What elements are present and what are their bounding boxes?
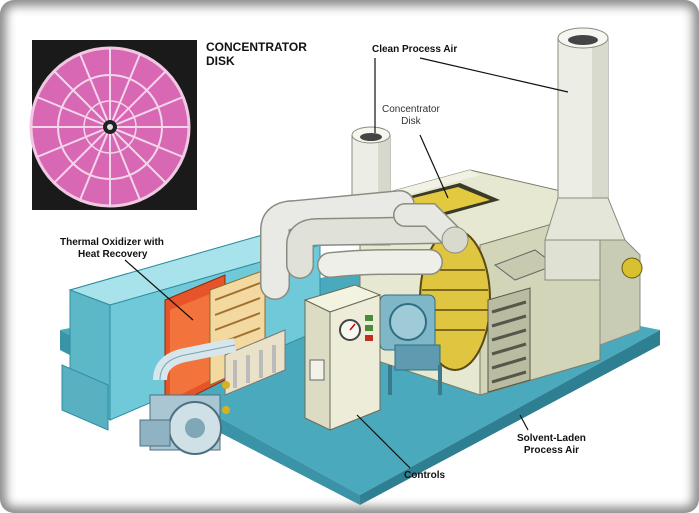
solvent-laden-label: Solvent-Laden Process Air: [517, 433, 586, 457]
oxidizer-label-line-1: Thermal Oxidizer with: [60, 237, 164, 248]
process-blower: [379, 294, 442, 395]
solvent-label-line-1: Solvent-Laden: [517, 433, 586, 444]
concentrator-label-line-1: Concentrator: [382, 104, 440, 115]
control-panel: [303, 284, 382, 431]
leader-lines: [124, 57, 569, 469]
concentrator-disk-label: Concentrator Disk: [382, 104, 440, 128]
concentrator-label-line-2: Disk: [401, 116, 421, 127]
controls-label: Controls: [404, 470, 446, 481]
solvent-label-line-2: Process Air: [523, 445, 580, 456]
exhaust-stack-tall: [544, 27, 643, 346]
combustion-blower: [139, 338, 237, 455]
inset-label-line-1: CONCENTRATOR: [206, 40, 307, 54]
concentrator-disk-inset: [29, 40, 197, 210]
concentrator-disk-inset-label: CONCENTRATOR DISK: [206, 40, 307, 68]
inset-label-line-2: DISK: [206, 54, 235, 68]
clean-process-air-label: Clean Process Air: [372, 44, 458, 55]
oxidizer-label-line-2: Heat Recovery: [78, 249, 148, 260]
thermal-oxidizer-label: Thermal Oxidizer with Heat Recovery: [60, 237, 164, 261]
